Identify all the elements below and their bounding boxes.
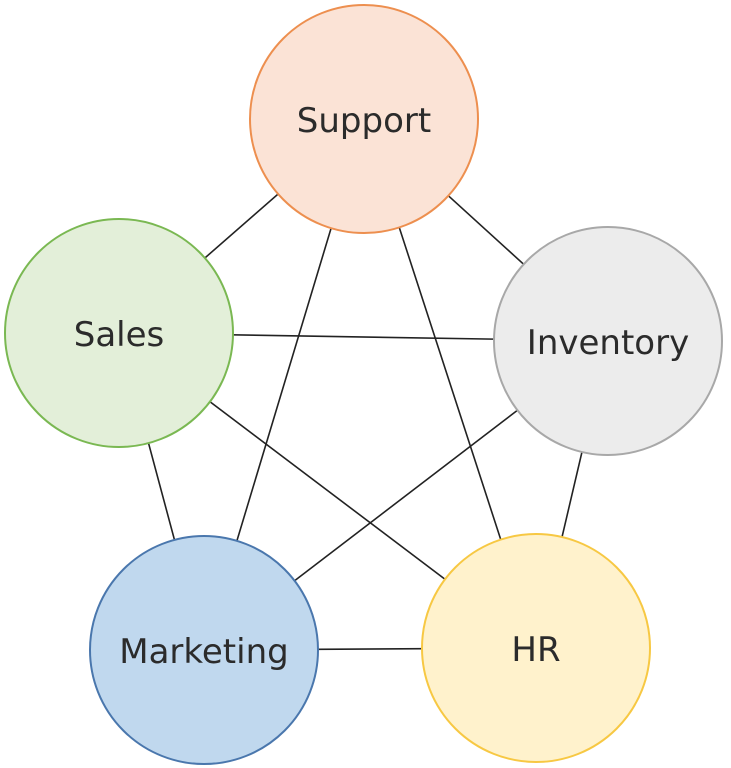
node-circle-sales <box>4 218 234 448</box>
node-circle-hr <box>421 533 651 763</box>
node-support: Support <box>249 4 479 234</box>
node-circle-support <box>249 4 479 234</box>
node-sales: Sales <box>4 218 234 448</box>
node-label-inventory: Inventory <box>527 323 689 363</box>
node-circle-marketing <box>89 535 319 765</box>
node-circle-inventory <box>493 226 723 456</box>
node-marketing: Marketing <box>89 535 319 765</box>
node-label-hr: HR <box>511 630 560 670</box>
node-hr: HR <box>421 533 651 763</box>
node-label-support: Support <box>297 101 431 141</box>
node-inventory: Inventory <box>493 226 723 456</box>
node-label-marketing: Marketing <box>119 632 288 672</box>
node-label-sales: Sales <box>74 315 165 355</box>
